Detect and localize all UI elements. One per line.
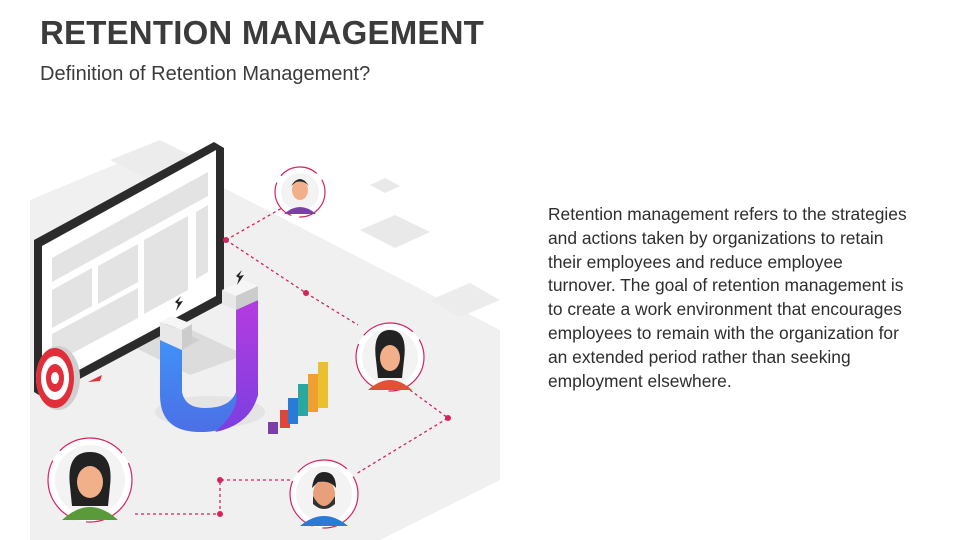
connector-dots	[217, 237, 451, 517]
person-avatar-icon	[289, 459, 359, 529]
bar-chart-icon	[268, 362, 328, 434]
definition-text: Retention management refers to the strat…	[548, 204, 907, 391]
person-avatar-icon	[355, 322, 425, 392]
slide-title: RETENTION MANAGEMENT	[40, 14, 484, 51]
retention-illustration	[30, 140, 500, 540]
person-avatar-icon	[47, 437, 133, 523]
connector-lines	[132, 207, 450, 515]
target-icon	[36, 346, 102, 410]
magnet-icon	[155, 270, 265, 432]
person-avatar-icon	[274, 166, 326, 218]
slide-subtitle: Definition of Retention Management?	[40, 63, 371, 85]
